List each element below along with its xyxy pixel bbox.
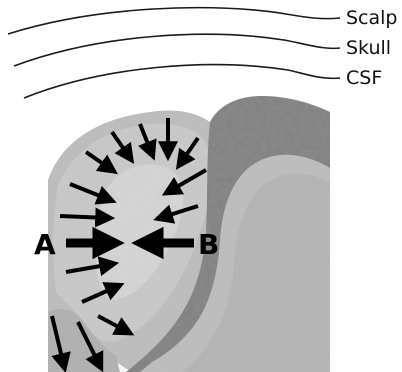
arrow-left-2 [60,216,108,218]
layer-arcs [8,8,340,98]
scalp-arc [8,8,340,34]
tissue-section [48,96,330,372]
tissue-texture [48,96,330,372]
scalp-label: Scalp [346,7,398,29]
skull-arc [14,34,340,66]
marker-a-label: A [34,228,56,261]
marker-b-label: B [198,228,219,261]
csf-label: CSF [346,67,382,89]
csf-arc [24,65,340,98]
skull-label: Skull [346,37,391,59]
